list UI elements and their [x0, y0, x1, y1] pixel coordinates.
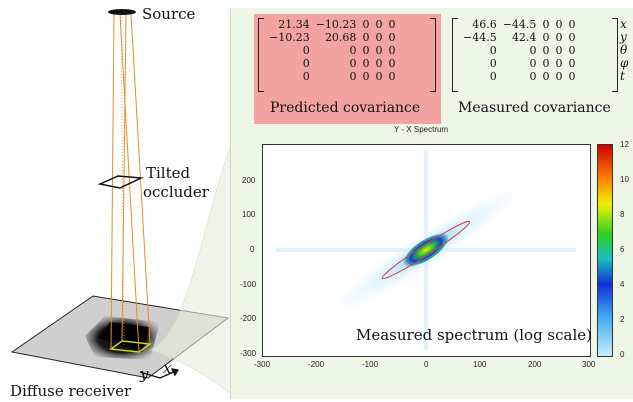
x-tick: 0 — [424, 360, 429, 369]
y-tick: 0 — [250, 245, 255, 254]
colorbar-tick: 0 — [620, 350, 625, 359]
spectrum-annotation: Measured spectrum (log scale) — [356, 326, 593, 344]
occluder-label-line1: Tilted — [146, 164, 191, 182]
row-label-x: x — [620, 17, 627, 31]
colorbar-tick: 6 — [620, 245, 625, 254]
colorbar-tick: 4 — [620, 280, 625, 289]
y-tick: 100 — [242, 210, 256, 219]
colorbar-tick: 12 — [620, 140, 629, 149]
spectrum-image — [276, 150, 576, 350]
predicted-covariance-box — [254, 14, 441, 124]
axis-y-label: y — [140, 365, 149, 383]
colorbar-tick: 10 — [620, 175, 629, 184]
x-tick: -100 — [362, 360, 379, 369]
x-tick: -200 — [308, 360, 325, 369]
predicted-bracket-left — [258, 18, 264, 92]
spectrum-title: Y - X Spectrum — [394, 125, 449, 134]
predicted-bracket-right — [430, 18, 436, 92]
colorbar — [597, 144, 613, 357]
source-label: Source — [142, 5, 196, 23]
colorbar-tick: 2 — [620, 315, 625, 324]
y-tick: -300 — [240, 349, 257, 358]
occluder-label-line2: occluder — [143, 183, 209, 201]
y-tick: -100 — [240, 280, 257, 289]
tilted-occluder — [97, 175, 144, 189]
x-tick: -300 — [254, 360, 271, 369]
measured-bracket-right — [612, 18, 618, 92]
x-tick: 200 — [528, 360, 542, 369]
light-source — [108, 9, 136, 15]
y-tick: -200 — [240, 314, 257, 323]
axis-x-label: x — [163, 359, 172, 377]
x-tick: 300 — [582, 360, 596, 369]
predicted-ellipse — [381, 220, 471, 280]
row-label-t: t — [620, 69, 625, 83]
measured-ellipse — [406, 235, 446, 265]
row-label-phi: φ — [620, 56, 629, 70]
measured-covariance-title: Measured covariance — [458, 100, 611, 116]
x-tick: 100 — [473, 360, 487, 369]
receiver-axes — [139, 368, 180, 379]
predicted-covariance-title: Predicted covariance — [270, 100, 421, 116]
measured-bracket-left — [452, 18, 458, 92]
colorbar-tick: 8 — [620, 210, 625, 219]
row-label-y: y — [620, 30, 627, 44]
y-tick: 200 — [242, 176, 256, 185]
receiver-label: Diffuse receiver — [10, 382, 132, 400]
row-label-theta: θ — [620, 43, 628, 57]
zoom-callout — [148, 141, 233, 397]
